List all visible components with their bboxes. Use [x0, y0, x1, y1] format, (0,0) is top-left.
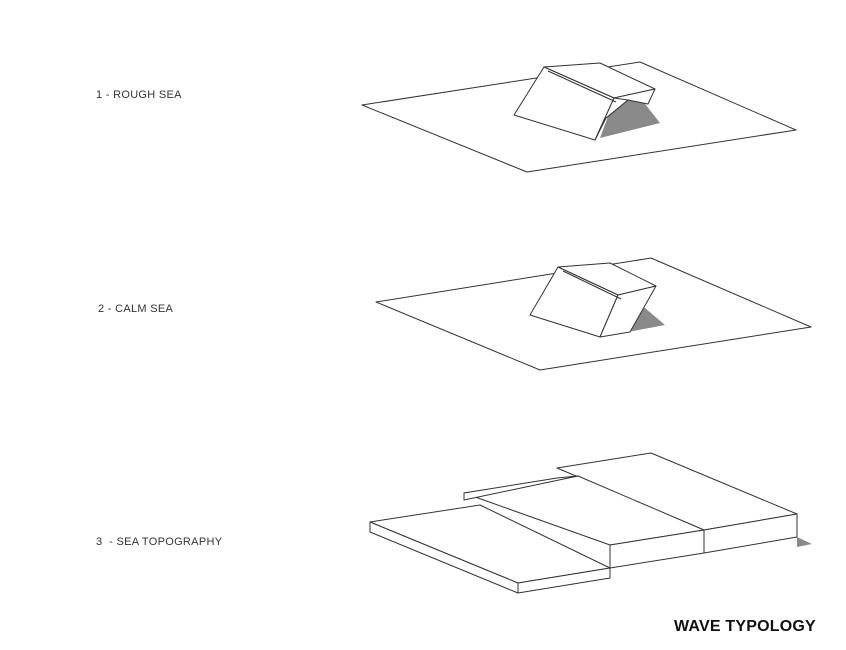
sea-topography-label: 3 - SEA TOPOGRAPHY — [96, 536, 223, 548]
topography-step-2-riser — [463, 475, 579, 501]
topography-step-1-side — [517, 567, 611, 594]
calm-sea-label: 2 - CALM SEA — [98, 303, 174, 315]
calm-sea-wave-back — [599, 285, 657, 338]
topography-step-2-front — [609, 529, 705, 569]
rough-sea-wave-back — [594, 97, 629, 141]
calm-sea-wave-crest-line — [562, 270, 622, 300]
topography-shadow — [797, 537, 812, 547]
rough-sea-diagram — [361, 61, 797, 173]
calm-sea-diagram — [375, 257, 812, 371]
rough-sea-wave-crest-line — [547, 70, 617, 103]
diagram-title: WAVE TYPOLOGY — [674, 618, 816, 635]
rough-sea-label: 1 - ROUGH SEA — [96, 89, 182, 101]
sea-topography-diagram — [369, 452, 812, 594]
